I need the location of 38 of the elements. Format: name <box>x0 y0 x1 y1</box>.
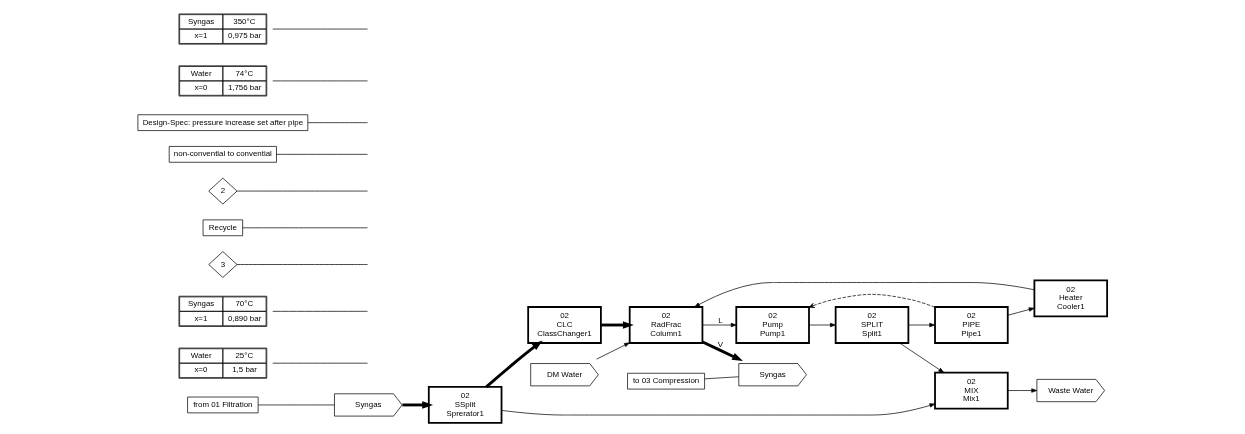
arrow <box>702 340 743 361</box>
edge-label: L <box>718 315 723 325</box>
node-box: to 03 Compression <box>627 372 705 390</box>
connector <box>257 404 335 406</box>
node-box: 02 Heater Cooler1 <box>1033 279 1108 318</box>
arrow <box>899 342 945 373</box>
arrow <box>1007 307 1035 316</box>
edge-label: V <box>717 340 724 350</box>
arrow <box>1007 388 1038 393</box>
node-box: Recycle <box>202 219 243 237</box>
connector <box>307 122 368 124</box>
connector <box>276 154 368 155</box>
arrow <box>501 403 936 416</box>
connector <box>704 376 739 380</box>
node-box: Design-Spec: pressure increase set after pipe <box>137 114 309 131</box>
node-box: 02 MIX Mix1 <box>934 371 1009 410</box>
node-box: 02 Pump Pump1 <box>735 306 810 344</box>
connector <box>236 190 368 192</box>
arrow <box>485 340 543 388</box>
node-diamond: 2 <box>208 177 238 205</box>
connector <box>242 227 368 229</box>
node-box: 02 SPLIT Split1 <box>834 306 910 344</box>
arrow <box>596 342 630 360</box>
arrow <box>601 321 634 329</box>
connector <box>236 264 368 265</box>
node-box: non-convential to convential <box>168 146 277 163</box>
node-box: 02 PIPE Pipe1 <box>934 306 1009 344</box>
arrow <box>908 322 936 328</box>
arrow <box>694 282 1035 308</box>
node-diamond: 3 <box>208 251 238 278</box>
node-box: from 01 Filtration <box>187 396 259 414</box>
arrow <box>808 293 936 308</box>
node-box: 02 CLC ClassChanger1 <box>527 306 602 344</box>
arrow <box>402 401 433 409</box>
node-box: 02 RadFrac Column1 <box>628 306 704 344</box>
node-box: 02 SSplit Sprerator1 <box>427 386 503 424</box>
arrow <box>808 322 836 328</box>
arrow <box>702 322 737 328</box>
